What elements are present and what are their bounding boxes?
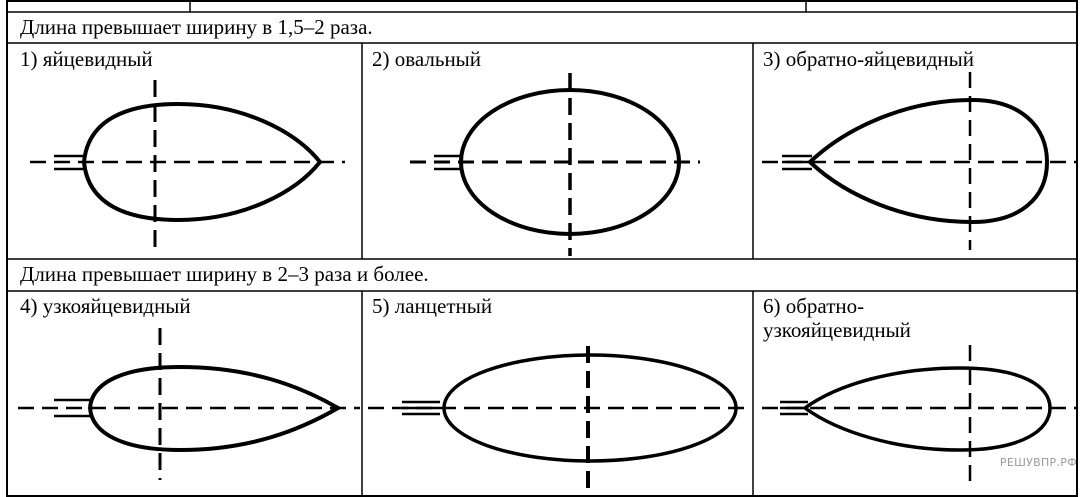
leaf-narrow-ovate [18, 328, 360, 480]
group-header-long: Длина превышает ширину в 2–3 раза и боле… [20, 262, 429, 286]
leaf-lanceolate [368, 346, 752, 488]
group-header-short: Длина превышает ширину в 1,5–2 раза. [20, 15, 373, 39]
shape-label-narrow-obovate: 6) обратно-узкояйцевидный [763, 294, 911, 342]
table-grid [6, 0, 1078, 497]
leaf-obovate [762, 72, 1076, 250]
shape-label-narrow-ovate: 4) узкояйцевидный [20, 294, 191, 318]
shape-label-ovate: 1) яйцевидный [20, 47, 153, 71]
shape-label-lanceolate: 5) ланцетный [372, 294, 493, 318]
shape-label-obovate: 3) обратно-яйцевидный [763, 47, 974, 71]
leaf-oval [410, 73, 700, 256]
shape-label-oval: 2) овальный [372, 47, 482, 71]
leaf-ovate [30, 80, 345, 252]
leaf-narrow-obovate [762, 345, 1076, 482]
watermark: РЕШУВПР.РФ [999, 456, 1077, 469]
